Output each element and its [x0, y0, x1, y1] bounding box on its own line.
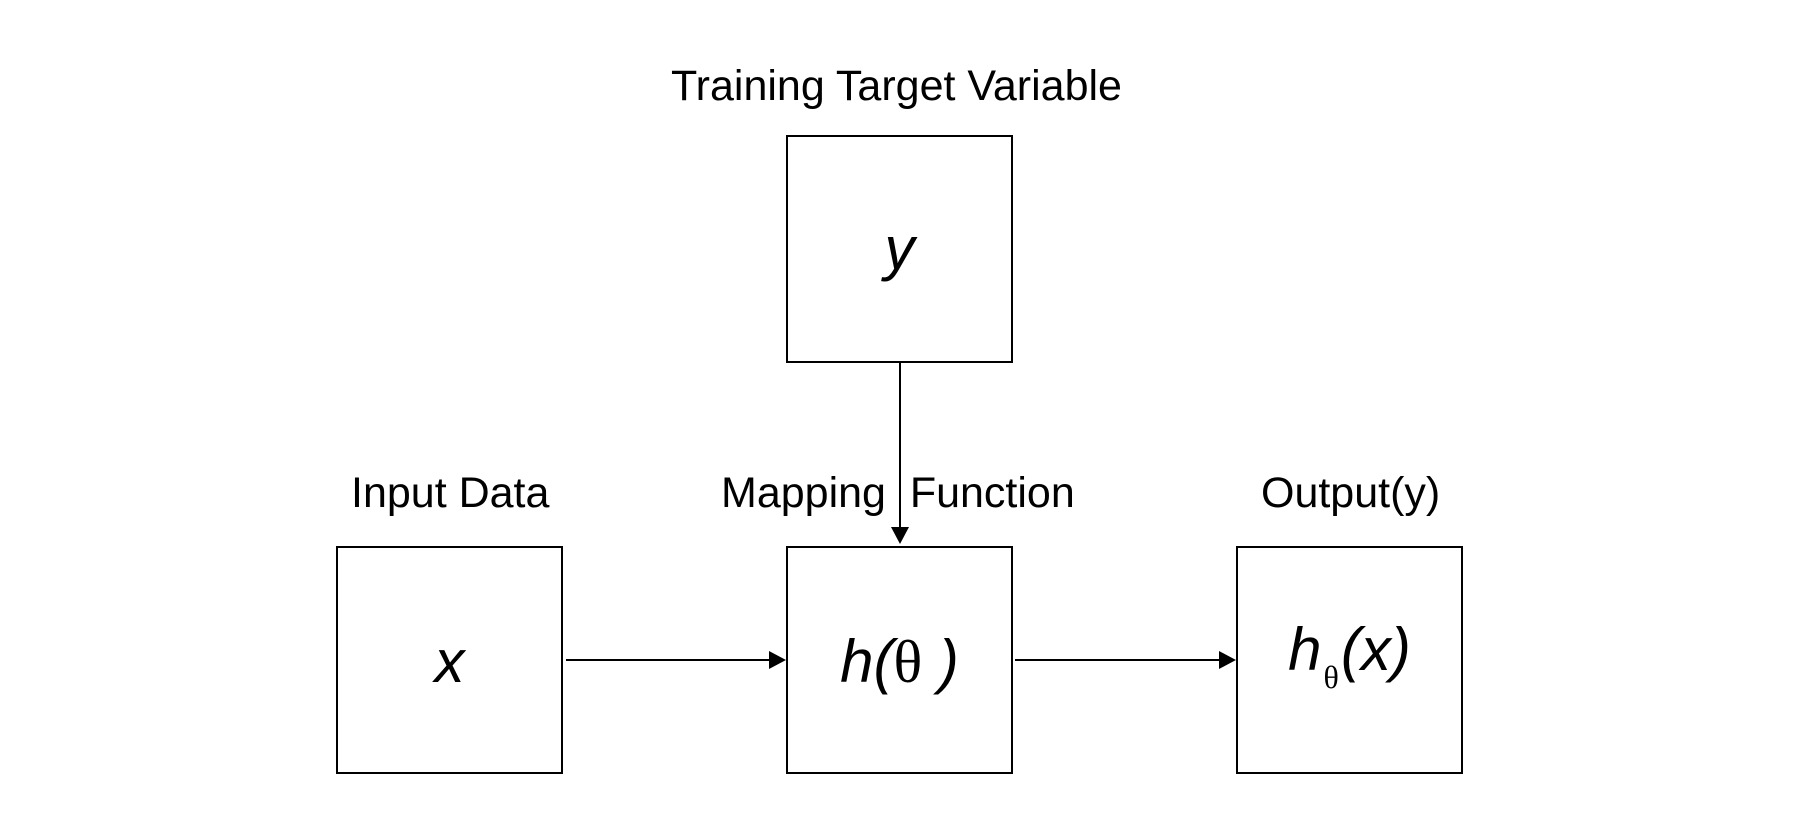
output-suffix: (x) — [1340, 616, 1411, 683]
output-box: hθ(x) — [1236, 546, 1463, 774]
theta-symbol: θ — [893, 629, 923, 695]
target-variable-symbol: y — [884, 215, 915, 282]
input-data-box: x — [336, 546, 563, 774]
mapping-function-box: h(θ ) — [786, 546, 1013, 774]
target-variable-box: y — [786, 135, 1013, 363]
arrow-target-to-mapping — [891, 362, 909, 544]
theta-subscript: θ — [1323, 659, 1339, 695]
input-variable-symbol: x — [434, 628, 465, 695]
output-expression: hθ(x) — [1238, 620, 1461, 694]
mapping-function-prefix: h( — [840, 628, 894, 695]
arrow-mapping-to-output — [1015, 651, 1236, 669]
output-prefix: h — [1288, 616, 1322, 683]
mapping-function-label: Mapping Function — [721, 469, 1075, 517]
training-target-variable-label: Training Target Variable — [671, 62, 1122, 110]
mapping-function-suffix: ) — [922, 628, 959, 695]
mapping-function-expression: h(θ ) — [788, 629, 1011, 695]
arrow-input-to-mapping — [566, 651, 786, 669]
output-label: Output(y) — [1261, 469, 1441, 517]
input-data-label: Input Data — [351, 469, 550, 517]
